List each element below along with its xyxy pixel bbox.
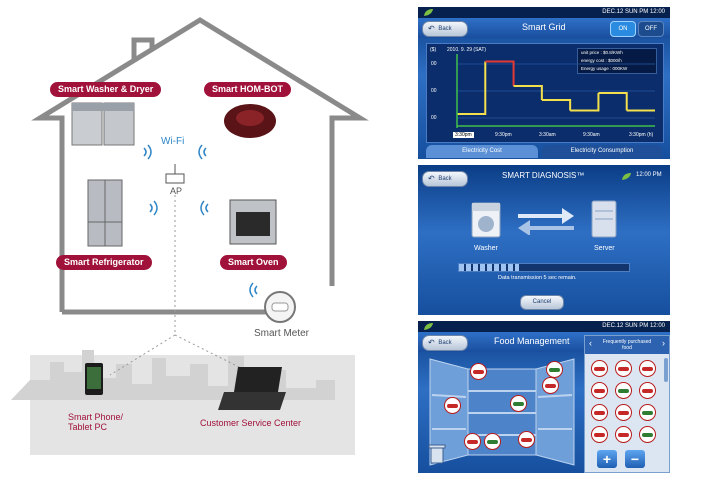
date-label: 2010. 9. 29 (SAT) [447,47,487,53]
x-tick-3: 9:30am [583,132,600,138]
food-item-icon[interactable] [639,360,656,377]
server-label: Server [594,245,615,252]
off-button[interactable]: OFF [638,21,664,37]
energy-usage: Energy usage : 000KW [581,66,628,71]
food-item-icon[interactable] [639,426,656,443]
smart-grid-screen: DEC.12 SUN PM 12:00 ↶ Back Smart Grid ON… [418,7,670,159]
x-tick-0: 3:30pm [453,132,474,138]
food-item-icon[interactable] [518,431,535,448]
back-arrow-icon: ↶ [428,24,435,33]
progress-fill [459,264,519,271]
back-arrow-icon: ↶ [428,174,435,183]
food-item-icon[interactable] [639,404,656,421]
back-arrow-icon: ↶ [428,338,435,347]
frequent-food-panel: ‹ Frequently purchased food › + − [584,335,670,473]
panel-scrollbar[interactable] [664,358,668,382]
server-icon [591,200,617,238]
smart-diagnosis-screen: ↶ Back SMART DIAGNOSIS™ 12:00 PM Washer … [418,165,670,315]
food-item-icon[interactable] [546,361,563,378]
panel-header: ‹ Frequently purchased food › [585,336,669,354]
back-button[interactable]: ↶ Back [422,335,468,351]
ap-label: AP [170,186,183,196]
price-step-segment [570,93,600,112]
food-item-icon[interactable] [615,360,632,377]
on-button[interactable]: ON [610,21,636,37]
trash-icon[interactable] [428,443,446,465]
panel-title: Frequently purchased food [602,339,652,351]
y-unit: ($) [430,47,437,53]
food-item-icon[interactable] [591,404,608,421]
food-item-icon[interactable] [591,426,608,443]
house-illustration [11,17,369,455]
back-button[interactable]: ↶ Back [422,21,468,37]
price-chart: ($) 2010. 9. 29 (SAT) unit price : $0.8/… [426,43,664,143]
food-item-icon[interactable] [615,382,632,399]
food-item-icon[interactable] [444,397,461,414]
phone-tablet-label: Smart Phone/ Tablet PC [68,412,124,432]
x-tick-4: 3:30pm (h) [629,132,654,138]
status-bar: DEC.12 SUN PM 12:00 [418,321,670,332]
food-item-icon[interactable] [510,395,527,412]
status-time: DEC.12 SUN PM 12:00 [602,323,665,329]
leaf-icon [424,323,433,330]
y-tick-1: 00 [431,88,437,94]
status-time: DEC.12 SUN PM 12:00 [602,9,665,15]
wifi-label: Wi-Fi [161,136,185,147]
oven-label: Smart Oven [220,255,287,270]
washer-icon [471,202,501,238]
tab-electricity-consumption[interactable]: Electricity Consumption [542,145,662,158]
y-tick-0: 00 [431,61,437,67]
chart-plot [456,54,655,128]
food-item-icon[interactable] [591,382,608,399]
washer-dryer-label: Smart Washer & Dryer [50,82,162,97]
leaf-icon [424,9,433,16]
energy-cost: energy cost : $000/h [581,58,622,63]
refrigerator-label: Smart Refrigerator [56,255,152,270]
x-tick-1: 9:30pm [495,132,512,138]
price-step-segment [598,92,628,111]
price-step-segment [457,61,487,115]
status-bar: DEC.12 SUN PM 12:00 [418,7,670,18]
food-item-icon[interactable] [615,426,632,443]
x-tick-2: 3:30am [539,132,556,138]
food-item-icon[interactable] [484,433,501,450]
food-item-icon[interactable] [639,382,656,399]
leaf-icon [622,173,631,180]
status-text: Data transmission 5 sec remain. [498,275,577,281]
food-management-screen: DEC.12 SUN PM 12:00 ↶ Back Food Manageme… [418,321,670,473]
price-step-segment [513,85,543,100]
page-title: Food Management [494,336,570,346]
back-label: Back [438,176,452,182]
food-item-icon[interactable] [615,404,632,421]
price-step-segment [541,99,572,111]
transfer-arrows-icon [518,208,574,235]
transmission-progress-bar [458,263,630,272]
clock-time: 12:00 PM [636,172,662,178]
page-title: Smart Grid [522,22,566,32]
smart-meter-label: Smart Meter [254,328,310,339]
chevron-left-icon[interactable]: ‹ [589,338,592,348]
food-item-icon[interactable] [542,377,559,394]
tab-electricity-cost[interactable]: Electricity Cost [426,145,538,158]
food-item-icon[interactable] [470,363,487,380]
food-item-icon[interactable] [464,433,481,450]
back-button[interactable]: ↶ Back [422,171,468,187]
customer-service-label: Customer Service Center [200,418,302,428]
remove-button[interactable]: − [625,450,645,468]
back-label: Back [438,340,452,346]
add-button[interactable]: + [597,450,617,468]
y-tick-2: 00 [431,115,437,121]
back-label: Back [438,26,452,32]
title-bar: ↶ Back Smart Grid ON OFF [418,18,670,38]
price-step-segment [485,60,515,86]
washer-label: Washer [474,245,498,252]
hombot-label: Smart HOM-BOT [204,82,292,97]
info-box: unit price : $0.8/KWh energy cost : $000… [577,48,657,74]
food-item-icon[interactable] [591,360,608,377]
cancel-button[interactable]: Cancel [520,295,564,310]
page-title: SMART DIAGNOSIS™ [502,171,585,180]
unit-price: unit price : $0.8/KWh [581,50,623,55]
chevron-right-icon[interactable]: › [662,338,665,348]
